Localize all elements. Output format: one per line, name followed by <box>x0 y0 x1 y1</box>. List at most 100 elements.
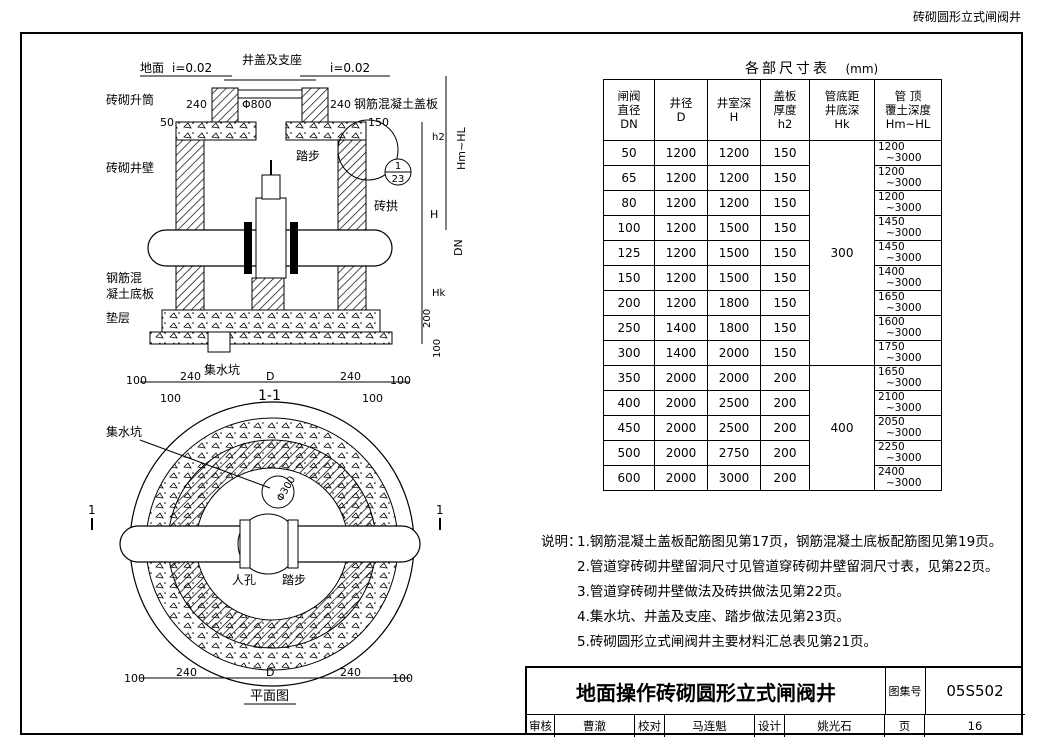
table-cell: 2000 <box>707 340 761 366</box>
hk-group-cell: 400 <box>809 365 875 491</box>
dim-bottom-D: D <box>266 370 274 383</box>
cover-depth-cell: 2050~3000 <box>874 415 942 441</box>
atlas-label: 图集号 <box>885 668 926 715</box>
dim-Hk: Hk <box>432 288 446 299</box>
note-item: 1.钢筋混凝土盖板配筋图见第17页，钢筋混凝土底板配筋图见第19页。 <box>577 534 1003 550</box>
table-cell: 125 <box>603 240 655 266</box>
header-dn: 闸阀 直径 DN <box>603 79 655 141</box>
notes-label: 说明： <box>541 534 582 550</box>
table-cell: 400 <box>603 390 655 416</box>
note-item: 2.管道穿砖砌井壁留洞尺寸见管道穿砖砌井壁留洞尺寸表，见第22页。 <box>577 559 999 575</box>
cover-depth-cell: 1200~3000 <box>874 140 942 166</box>
label-sump: 集水坑 <box>204 362 240 377</box>
table-cell: 1200 <box>654 265 708 291</box>
table-cell: 1200 <box>707 165 761 191</box>
table-cell: 1200 <box>654 140 708 166</box>
note-item: 3.管道穿砖砌井壁做法及砖拱做法见第22页。 <box>577 584 851 600</box>
dim-bottom-100a: 100 <box>126 374 147 387</box>
label-arch: 砖拱 <box>374 198 398 213</box>
table-cell: 150 <box>760 215 810 241</box>
table-cell: 1400 <box>654 315 708 341</box>
table-unit: (mm) <box>845 62 879 76</box>
table-cell: 2000 <box>707 365 761 391</box>
table-cell: 150 <box>760 290 810 316</box>
plan-dim-240a: 240 <box>176 666 197 679</box>
note-item: 5.砖砌圆形立式闸阀井主要材料汇总表见第21页。 <box>577 634 878 650</box>
table-cell: 200 <box>760 415 810 441</box>
sheet-header-title: 砖砌圆形立式闸阀井 <box>912 10 1021 24</box>
reviewer-name: 曹澈 <box>555 714 635 737</box>
cover-depth-cell: 1450~3000 <box>874 240 942 266</box>
label-riser: 砖砌升筒 <box>106 92 154 107</box>
plan-label-sump: 集水坑 <box>106 424 142 439</box>
table-cell: 2500 <box>707 390 761 416</box>
cover-depth-cell: 1400~3000 <box>874 265 942 291</box>
drawing-canvas: 1 23 地面 i=0.02 井盖及支座 i=0.02 砖砌升筒 240 Φ80… <box>88 52 468 705</box>
dim-H: H <box>430 208 438 221</box>
page-label: 页 <box>885 714 925 737</box>
table-cell: 200 <box>603 290 655 316</box>
table-cell: 150 <box>760 190 810 216</box>
detail-ref-bottom: 23 <box>392 174 405 185</box>
label-wall: 砖砌井壁 <box>106 160 154 175</box>
table-cell: 200 <box>760 440 810 466</box>
cover-depth-cell: 1200~3000 <box>874 190 942 216</box>
table-cell: 2750 <box>707 440 761 466</box>
detail-ref-top: 1 <box>395 161 401 172</box>
table-cell: 1400 <box>654 340 708 366</box>
plan-label-manhole: 人孔 <box>232 573 256 587</box>
plan-dim-100b: 100 <box>392 672 413 685</box>
designer-name: 姚光石 <box>785 714 885 737</box>
dim-240a: 240 <box>186 98 207 111</box>
cover-depth-cell: 1450~3000 <box>874 215 942 241</box>
cover-depth-cell: 1600~3000 <box>874 315 942 341</box>
table-cell: 65 <box>603 165 655 191</box>
table-cell: 2000 <box>654 390 708 416</box>
table-title-text: 各部尺寸表 <box>745 61 830 77</box>
label-cushion: 垫层 <box>106 310 130 325</box>
label-cover-slab: 钢筋混凝土盖板 <box>354 96 438 111</box>
signature-row: 审核 曹澈 校对 马连魁 设计 姚光石 页 16 <box>527 714 1025 737</box>
atlas-number: 05S502 <box>925 668 1025 715</box>
table-cell: 1500 <box>707 215 761 241</box>
table-cell: 2000 <box>654 440 708 466</box>
dim-200: 200 <box>422 309 433 328</box>
table-header-row: 闸阀 直径 DN 井径 D 井室深 H 盖板 厚度 h2 管底距 井底深 Hk <box>603 79 942 141</box>
table-cell: 1800 <box>707 315 761 341</box>
design-label: 设计 <box>755 714 785 737</box>
header-h: 井室深 H <box>707 79 761 141</box>
table-cell: 600 <box>603 465 655 491</box>
table-cell: 1200 <box>654 190 708 216</box>
section-label: 1-1 <box>258 388 281 404</box>
table-cell: 50 <box>603 140 655 166</box>
table-cell: 200 <box>760 390 810 416</box>
section-view: 1 23 地面 i=0.02 井盖及支座 i=0.02 砖砌升筒 240 Φ80… <box>106 52 468 405</box>
label-base-slab-1: 钢筋混 <box>106 270 142 285</box>
cover-depth-cell: 1650~3000 <box>874 365 942 391</box>
dim-bottom-240a: 240 <box>180 370 201 383</box>
cover-depth-cell: 2250~3000 <box>874 440 942 466</box>
cut-mark-right: 1 <box>436 503 444 517</box>
cover-depth-cell: 1750~3000 <box>874 340 942 366</box>
label-slope-left: i=0.02 <box>172 61 212 75</box>
table-cell: 150 <box>760 340 810 366</box>
table-cell: 2000 <box>654 465 708 491</box>
dim-100: 100 <box>432 339 443 358</box>
table-cell: 250 <box>603 315 655 341</box>
table-cell: 2000 <box>654 365 708 391</box>
table-cell: 1200 <box>654 290 708 316</box>
table-cell: 1500 <box>707 240 761 266</box>
drawing-title: 地面操作砖砌圆形立式闸阀井 <box>527 668 886 715</box>
table-cell: 450 <box>603 415 655 441</box>
table-cell: 100 <box>603 215 655 241</box>
dim-50: 50 <box>160 116 174 129</box>
dim-150: 150 <box>368 116 389 129</box>
dim-bottom-240b: 240 <box>340 370 361 383</box>
